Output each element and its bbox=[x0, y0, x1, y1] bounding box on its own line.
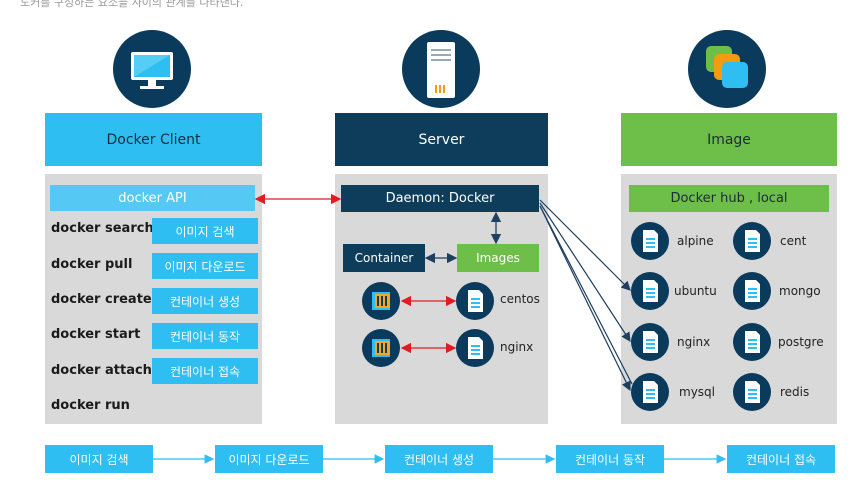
hub-mongo-icon bbox=[733, 272, 771, 310]
hub-postgre-icon bbox=[733, 323, 771, 361]
docker-api-box: docker API bbox=[50, 185, 255, 211]
flow-step-1: 이미지 검색 bbox=[45, 445, 153, 473]
cmd-start: docker start bbox=[51, 327, 141, 342]
image-icon-circle bbox=[688, 30, 766, 108]
hub-nginx-icon bbox=[631, 323, 669, 361]
desc-search: 이미지 검색 bbox=[152, 218, 258, 244]
stacked-images-icon bbox=[706, 46, 748, 88]
cmd-run: docker run bbox=[51, 398, 130, 413]
cmd-attach: docker attach bbox=[51, 363, 152, 378]
daemon-box: Daemon: Docker bbox=[341, 185, 539, 212]
hub-redis-icon bbox=[733, 373, 771, 411]
container-nginx-icon bbox=[362, 329, 400, 367]
cmd-create: docker create bbox=[51, 292, 152, 307]
hub-box: Docker hub , local bbox=[629, 185, 829, 212]
hub-postgre-label: postgre bbox=[778, 335, 824, 349]
hub-mongo-label: mongo bbox=[779, 284, 821, 298]
container-centos-icon bbox=[362, 282, 400, 320]
desc-attach: 컨테이너 접속 bbox=[152, 358, 258, 384]
hub-mysql-label: mysql bbox=[679, 385, 715, 399]
client-header: Docker Client bbox=[45, 113, 262, 166]
top-caption: 도커를 구성하는 요소들 사이의 관계를 나타낸다. bbox=[20, 0, 244, 9]
cmd-pull: docker pull bbox=[51, 257, 133, 272]
hub-redis-label: redis bbox=[780, 385, 810, 399]
flow-step-4: 컨테이너 동작 bbox=[556, 445, 664, 473]
desc-pull: 이미지 다운로드 bbox=[152, 253, 258, 279]
hub-cent-icon bbox=[733, 222, 771, 260]
image-header: Image bbox=[621, 113, 837, 166]
hub-mysql-icon bbox=[631, 373, 669, 411]
desc-start: 컨테이너 동작 bbox=[152, 323, 258, 349]
image-centos-label: centos bbox=[500, 292, 540, 306]
daemon-nginx-arrow bbox=[539, 202, 631, 343]
hub-alpine-label: alpine bbox=[677, 234, 714, 248]
image-nginx-icon bbox=[456, 329, 494, 367]
images-box: Images bbox=[457, 244, 539, 272]
cmd-search: docker search bbox=[51, 221, 154, 236]
daemon-ubuntu-arrow bbox=[539, 199, 631, 291]
server-header: Server bbox=[335, 113, 548, 166]
daemon-mysql-arrow-2 bbox=[539, 205, 633, 385]
flow-step-2: 이미지 다운로드 bbox=[215, 445, 323, 473]
container-box: Container bbox=[343, 244, 425, 272]
hub-ubuntu-label: ubuntu bbox=[674, 284, 717, 298]
flow-step-5: 컨테이너 접속 bbox=[727, 445, 835, 473]
daemon-mysql-arrow bbox=[539, 205, 631, 392]
flow-step-3: 컨테이너 생성 bbox=[385, 445, 493, 473]
monitor-icon bbox=[131, 52, 173, 89]
hub-alpine-icon bbox=[631, 222, 669, 260]
client-icon-circle bbox=[113, 30, 191, 108]
hub-nginx-label: nginx bbox=[677, 335, 711, 349]
desc-create: 컨테이너 생성 bbox=[152, 288, 258, 314]
server-icon bbox=[427, 42, 455, 98]
image-nginx-label: nginx bbox=[500, 340, 534, 354]
server-icon-circle bbox=[402, 30, 480, 108]
image-centos-icon bbox=[456, 282, 494, 320]
hub-cent-label: cent bbox=[780, 234, 807, 248]
hub-ubuntu-icon bbox=[631, 272, 669, 310]
